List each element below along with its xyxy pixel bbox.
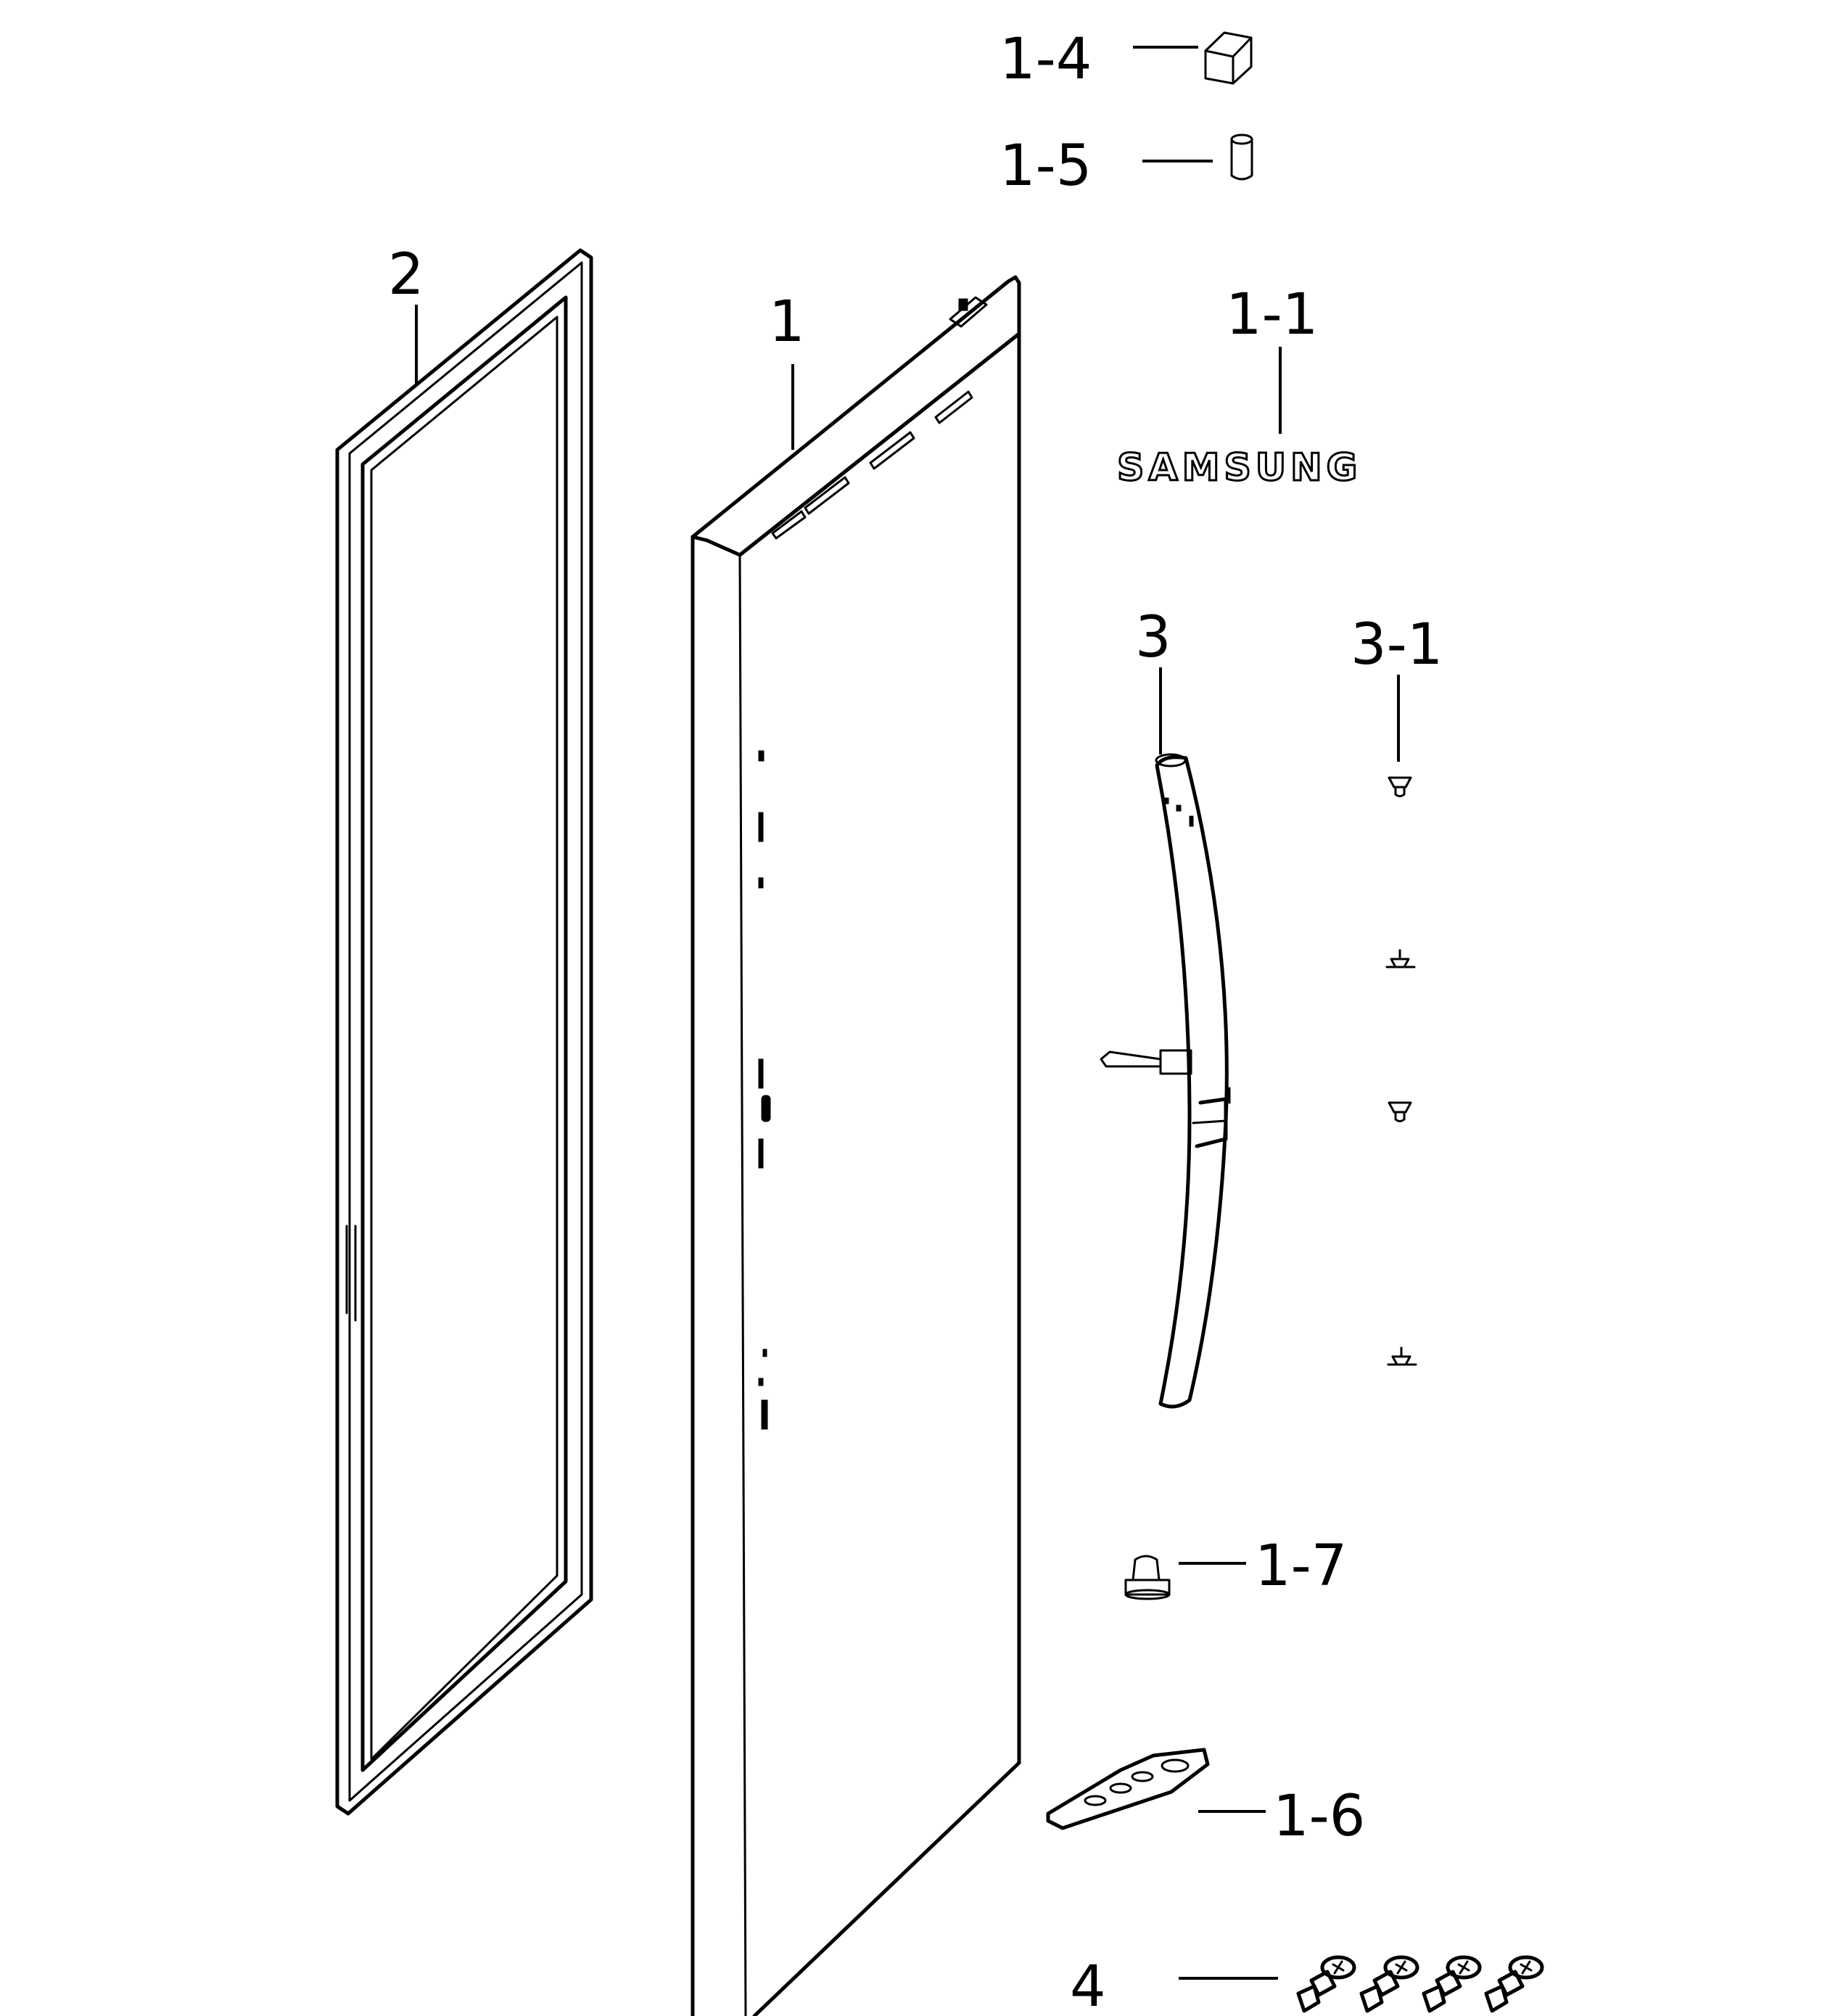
hinge-screw-4 (1484, 1955, 1544, 2013)
label-bushing: 1-7 (1255, 1534, 1347, 1599)
label-hinge-screws: 4 (1070, 1954, 1106, 2016)
samsung-logo: SAMSUNG (1117, 446, 1361, 490)
door-gasket (335, 248, 593, 1816)
label-gasket: 2 (388, 242, 424, 308)
handle-screw-4 (1387, 1346, 1417, 1366)
cap-small-part (1204, 31, 1253, 85)
label-handle-screws: 3-1 (1351, 612, 1443, 678)
bushing-part (1124, 1555, 1171, 1600)
hinge-screws (1296, 1955, 1544, 2013)
hinge-screw-3 (1422, 1955, 1482, 2013)
handle-screw-1 (1388, 776, 1412, 797)
label-cap-small: 1-4 (1000, 27, 1092, 92)
hinge-plate (1046, 1748, 1210, 1830)
label-logo: 1-1 (1226, 282, 1318, 347)
handle-screw-2 (1385, 949, 1416, 968)
label-door: 1 (769, 289, 805, 355)
door-panel (691, 275, 1021, 2016)
label-handle: 3 (1135, 605, 1171, 670)
cap-round-part (1230, 133, 1253, 181)
handle-screw-3 (1388, 1101, 1412, 1122)
label-hinge: 1-6 (1273, 1784, 1365, 1849)
hinge-screw-2 (1359, 1955, 1419, 2013)
label-cap-round: 1-5 (1000, 133, 1092, 199)
door-handle (1100, 753, 1231, 1409)
hinge-screw-1 (1296, 1955, 1356, 2013)
handle-screws (1385, 776, 1417, 1366)
